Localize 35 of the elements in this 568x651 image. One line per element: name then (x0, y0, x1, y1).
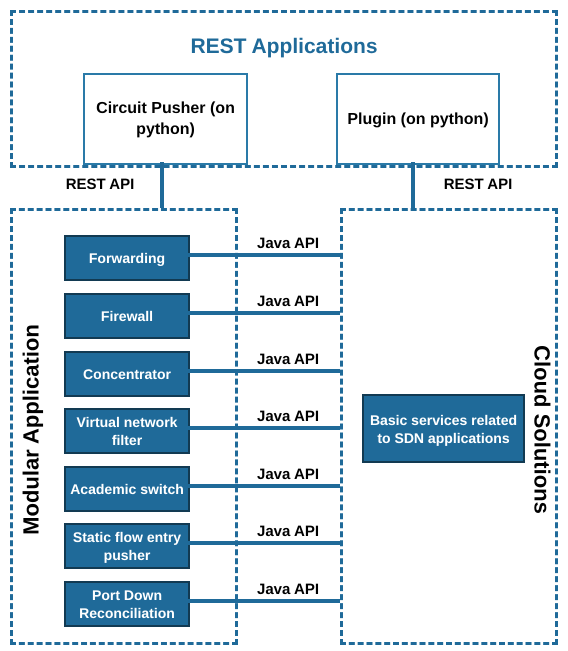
connector-line (187, 599, 340, 603)
module-box (64, 466, 190, 512)
box-label: Static flow entry pusher (72, 528, 182, 564)
group-title: Modular Application (18, 322, 44, 536)
box-label: Circuit Pusher (on python) (95, 99, 236, 140)
module-box (64, 581, 190, 627)
box-label: Firewall (100, 307, 154, 325)
module-box (64, 408, 190, 454)
box-label: Virtual network filter (76, 413, 178, 449)
group-title: REST Applications (189, 34, 379, 60)
module-box (362, 394, 525, 463)
connector-line (187, 253, 340, 257)
box-label: Basic services related to SDN applications (368, 410, 518, 446)
module-box (64, 293, 190, 339)
connector-line (187, 426, 340, 430)
box-label: Port Down Reconciliation (78, 586, 176, 622)
connector-line (411, 162, 415, 208)
dashed-group (10, 10, 558, 168)
connector-line (187, 369, 340, 373)
box-label: Concentrator (83, 365, 171, 383)
connector-line (160, 162, 164, 208)
connector-line (187, 311, 340, 315)
box-label: Plugin (on python) (347, 110, 489, 130)
connector-line (187, 484, 340, 488)
dashed-group (340, 208, 558, 645)
box-label: Academic switch (70, 480, 184, 498)
app-box (336, 73, 500, 165)
module-box (64, 523, 190, 569)
box-label: Forwarding (88, 249, 166, 267)
dashed-group (10, 208, 238, 645)
module-box (64, 351, 190, 397)
connector-line (187, 541, 340, 545)
group-title: Cloud Solutions (528, 344, 556, 516)
module-box (64, 235, 190, 281)
app-box (83, 73, 248, 165)
